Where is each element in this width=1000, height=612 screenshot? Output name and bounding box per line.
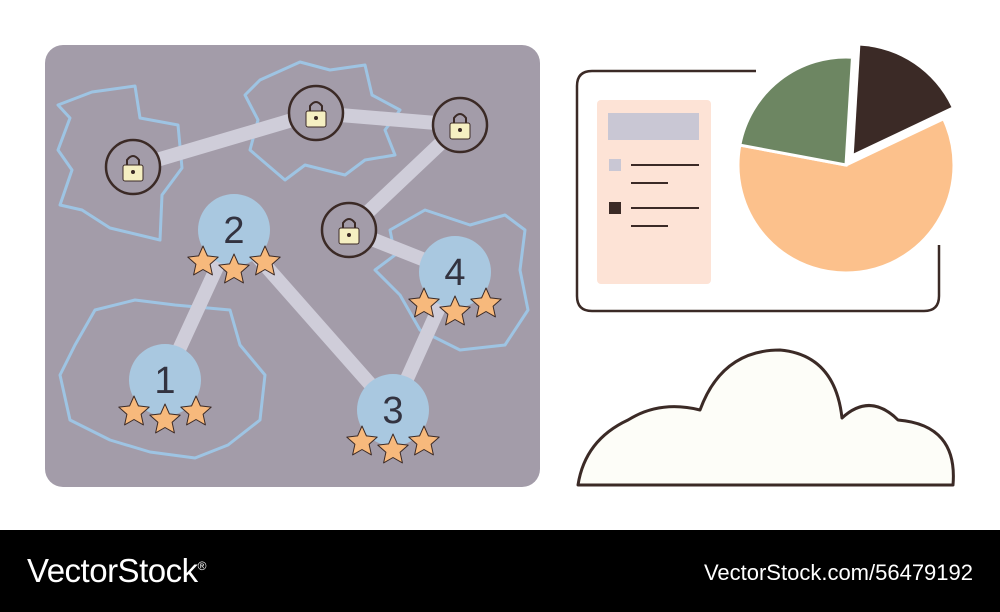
card-frame xyxy=(575,69,941,313)
pie-chart xyxy=(736,45,956,275)
lock-icon xyxy=(338,218,360,245)
path-segment xyxy=(126,106,323,174)
locked-node xyxy=(287,84,345,142)
region-outline-1 xyxy=(56,84,184,242)
star-icon xyxy=(377,433,409,464)
level-number: 1 xyxy=(154,360,175,402)
star-icon xyxy=(180,395,212,426)
level-number: 3 xyxy=(382,390,403,432)
lock-icon xyxy=(449,113,471,140)
level-number: 2 xyxy=(223,210,244,252)
pie-slice xyxy=(738,55,855,167)
level-node-1: 1 xyxy=(118,344,212,434)
star-icon xyxy=(346,425,378,456)
level-node-2: 2 xyxy=(187,194,281,284)
cloud-icon xyxy=(576,348,955,487)
legend-swatch-light xyxy=(609,159,621,171)
star-icon xyxy=(408,425,440,456)
level-number: 4 xyxy=(444,252,465,294)
level-node-3: 3 xyxy=(346,374,440,464)
illustration-scene: 1 2 3 4 xyxy=(45,45,956,487)
locked-node xyxy=(104,138,162,196)
pie-slice xyxy=(736,116,956,275)
locked-node xyxy=(320,201,378,259)
credit-text: VectorStock.com/56479192 xyxy=(703,560,973,585)
star-icon xyxy=(149,403,181,434)
legend-header-bar xyxy=(608,113,699,140)
star-icon xyxy=(218,253,250,284)
legend-panel xyxy=(597,100,711,284)
star-icon xyxy=(249,245,281,276)
footer-bar: VectorStock® VectorStock.com/56479192 xyxy=(0,530,1000,612)
legend-swatch-dark xyxy=(609,202,621,214)
level-map: 1 2 3 4 xyxy=(45,45,540,487)
star-icon xyxy=(187,245,219,276)
lock-icon xyxy=(122,155,144,182)
region-outline-3 xyxy=(373,208,530,352)
lock-icon xyxy=(305,101,327,128)
brand-logo: VectorStock® xyxy=(27,552,206,589)
level-node-4: 4 xyxy=(408,236,502,326)
star-icon xyxy=(408,287,440,318)
star-icon xyxy=(470,287,502,318)
star-icon xyxy=(439,295,471,326)
dashboard-card xyxy=(575,45,956,313)
pie-slice xyxy=(853,45,952,154)
star-icon xyxy=(118,395,150,426)
locked-node xyxy=(431,96,489,154)
